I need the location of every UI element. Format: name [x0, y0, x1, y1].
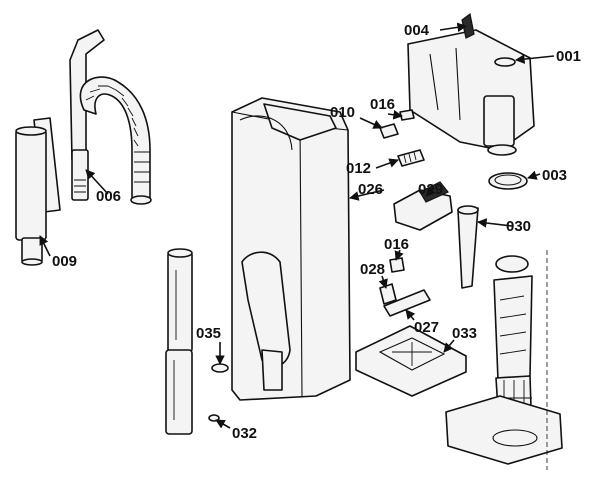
label-009: 009: [52, 253, 77, 270]
label-006: 006: [96, 188, 121, 205]
part-003-ring: [488, 172, 528, 190]
label-026: 026: [358, 181, 383, 198]
label-001: 001: [556, 48, 581, 65]
part-016b-screw: [389, 257, 405, 273]
label-035: 035: [196, 325, 221, 342]
part-bag-assembly: [445, 250, 563, 470]
part-upper-module: [407, 12, 535, 156]
label-028: 028: [360, 261, 385, 278]
part-pole: [165, 248, 193, 435]
part-033-base-plate: [355, 325, 467, 397]
label-027: 027: [414, 319, 439, 336]
part-016-screw: [399, 109, 415, 121]
main-housing: [231, 97, 351, 401]
label-010: 010: [330, 104, 355, 121]
label-003: 003: [542, 167, 567, 184]
label-016-top: 016: [370, 96, 395, 113]
label-029: 029: [418, 181, 443, 198]
label-033: 033: [452, 325, 477, 342]
part-028-latch: [379, 283, 397, 305]
label-032: 032: [232, 425, 257, 442]
part-010-clip: [379, 123, 399, 139]
part-027-arm: [383, 289, 431, 317]
part-006-hose-wand: [69, 29, 152, 205]
label-012: 012: [346, 160, 371, 177]
label-004: 004: [404, 22, 430, 39]
label-030: 030: [506, 218, 531, 235]
part-035-clip: [211, 363, 229, 373]
part-012-spring: [397, 149, 425, 167]
leader-lines: [39, 22, 555, 429]
part-009-tube: [15, 117, 61, 266]
label-016-mid: 016: [384, 236, 409, 253]
part-030-tube: [457, 205, 479, 289]
